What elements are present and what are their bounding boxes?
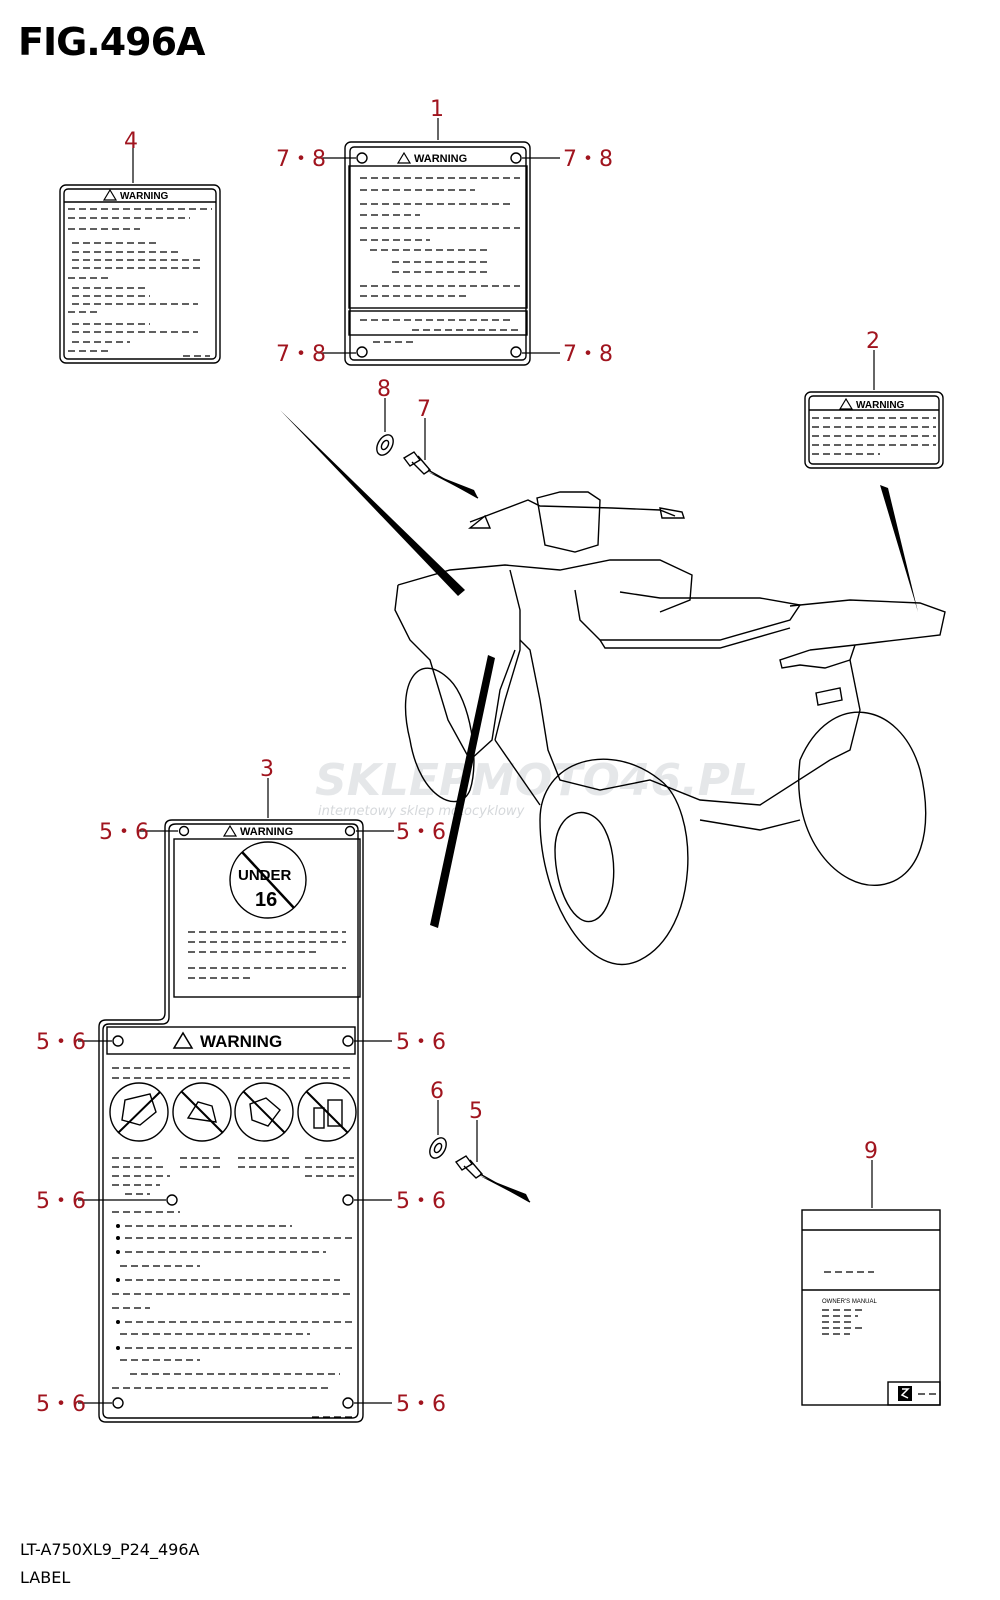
callout-56-d: 5・6 bbox=[396, 1030, 446, 1055]
under-text: UNDER bbox=[238, 867, 292, 884]
warning-icon bbox=[172, 1031, 194, 1049]
callout-78-top-right: 7・8 bbox=[563, 147, 613, 172]
callout-56-a: 5・6 bbox=[99, 820, 149, 845]
callout-78-top-left: 7・8 bbox=[276, 147, 326, 172]
suzuki-logo-icon bbox=[898, 1386, 912, 1401]
watermark-sub: internetowy sklep motocyklowy bbox=[318, 804, 525, 819]
label-1-warning: WARNING bbox=[414, 153, 467, 165]
label-3-warning-large: WARNING bbox=[200, 1032, 282, 1051]
part-9-owners-manual[interactable]: OWNER'S MANUAL bbox=[801, 1209, 941, 1406]
section-label: LABEL bbox=[20, 1568, 71, 1587]
label-2-warning: WARNING bbox=[856, 400, 905, 411]
figure-title: FIG.496A bbox=[18, 20, 205, 64]
warning-icon bbox=[396, 151, 412, 164]
figure-code: LT-A750XL9_P24_496A bbox=[20, 1540, 200, 1559]
warning-icon bbox=[222, 824, 238, 837]
under-number: 16 bbox=[255, 889, 277, 911]
callout-1: 1 bbox=[430, 97, 444, 122]
no-passenger-icon bbox=[172, 1082, 232, 1142]
label-2[interactable]: WARNING bbox=[804, 391, 944, 469]
callout-56-c: 5・6 bbox=[36, 1030, 86, 1055]
part-7-rivet[interactable] bbox=[402, 451, 479, 499]
callout-4: 4 bbox=[124, 129, 138, 154]
callout-78-bottom-left: 7・8 bbox=[276, 342, 326, 367]
callout-6: 6 bbox=[430, 1079, 444, 1104]
callout-9: 9 bbox=[864, 1139, 878, 1164]
watermark-main: SKLEPMOTO46.PL bbox=[315, 755, 758, 806]
callout-56-e: 5・6 bbox=[36, 1189, 86, 1214]
pointer-label-3 bbox=[430, 655, 495, 928]
warning-icon bbox=[102, 188, 118, 201]
label-4-warning: WARNING bbox=[120, 191, 169, 202]
warning-icon bbox=[838, 397, 854, 410]
callout-56-f: 5・6 bbox=[396, 1189, 446, 1214]
no-paved-road-icon bbox=[234, 1082, 294, 1142]
callout-78-bottom-right: 7・8 bbox=[563, 342, 613, 367]
callout-5: 5 bbox=[469, 1099, 483, 1124]
label-1[interactable]: WARNING bbox=[344, 141, 531, 366]
callout-3: 3 bbox=[260, 757, 274, 782]
manual-title: OWNER'S MANUAL bbox=[822, 1299, 877, 1305]
no-helmet-icon bbox=[109, 1082, 169, 1142]
part-6-washer[interactable] bbox=[426, 1135, 449, 1161]
part-8-washer[interactable] bbox=[373, 432, 396, 458]
callout-8: 8 bbox=[377, 377, 391, 402]
pointer-label-2 bbox=[880, 485, 918, 612]
under-16-icon: UNDER 16 bbox=[229, 841, 307, 919]
label-3-warning: WARNING bbox=[240, 826, 293, 838]
callout-7: 7 bbox=[417, 397, 431, 422]
label-4[interactable]: WARNING bbox=[59, 184, 221, 364]
no-alcohol-icon bbox=[297, 1082, 357, 1142]
callout-56-b: 5・6 bbox=[396, 820, 446, 845]
part-5-rivet[interactable] bbox=[454, 1155, 531, 1203]
atv-illustration bbox=[394, 491, 946, 966]
callout-56-g: 5・6 bbox=[36, 1392, 86, 1417]
callout-2: 2 bbox=[866, 329, 880, 354]
watermark: SKLEPMOTO46.PL internetowy sklep motocyk… bbox=[315, 755, 758, 819]
label-3[interactable]: WARNING UNDER 16 WARNING bbox=[98, 819, 364, 1423]
callout-56-h: 5・6 bbox=[396, 1392, 446, 1417]
pointer-label-1 bbox=[280, 410, 465, 596]
